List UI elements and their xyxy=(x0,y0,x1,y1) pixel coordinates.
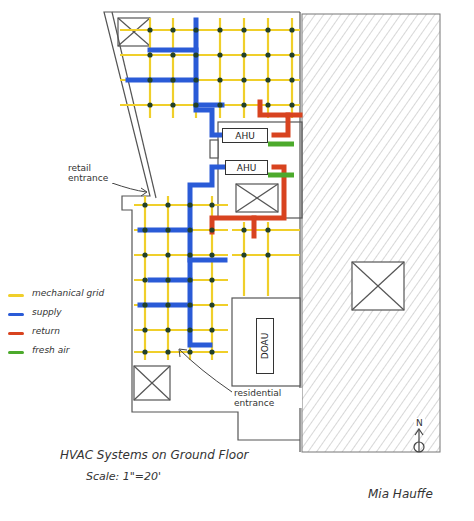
grid-node xyxy=(165,227,170,232)
grid-node xyxy=(187,277,192,282)
grid-node xyxy=(170,102,175,107)
grid-node xyxy=(170,77,175,82)
legend-text: supply xyxy=(30,307,64,317)
grid-node xyxy=(241,27,246,32)
grid-node xyxy=(165,327,170,332)
grid-node xyxy=(187,302,192,307)
grid-node xyxy=(217,52,222,57)
grid-node xyxy=(209,277,214,282)
north-label: N xyxy=(414,418,425,428)
grid-node xyxy=(142,202,147,207)
grid-node xyxy=(187,202,192,207)
scale-note: Scale: 1"=20' xyxy=(84,470,163,483)
unit-box: DOAU xyxy=(256,318,274,374)
grid-node xyxy=(147,27,152,32)
grid-node xyxy=(165,277,170,282)
grid-line xyxy=(243,222,245,296)
ahu-box: AHU xyxy=(225,160,268,175)
grid-node xyxy=(170,27,175,32)
grid-line xyxy=(120,54,300,56)
grid-node xyxy=(265,102,270,107)
grid-node xyxy=(187,252,192,257)
entrance-label: residential entrance xyxy=(232,388,302,408)
grid-node xyxy=(209,227,214,232)
grid-node xyxy=(217,27,222,32)
grid-node xyxy=(142,277,147,282)
grid-node xyxy=(170,52,175,57)
grid-node xyxy=(165,202,170,207)
grid-node xyxy=(165,302,170,307)
grid-node xyxy=(187,327,192,332)
unit-label: AHU xyxy=(237,163,257,173)
grid-node xyxy=(209,349,214,354)
grid-node xyxy=(193,52,198,57)
grid-node xyxy=(193,77,198,82)
drawing-title: HVAC Systems on Ground Floor xyxy=(58,448,250,462)
author-name: Mia Hauffe xyxy=(366,487,435,501)
legend-text: return xyxy=(30,326,62,336)
legend-swatch xyxy=(8,351,24,354)
grid-node xyxy=(209,302,214,307)
grid-node xyxy=(217,77,222,82)
grid-node xyxy=(289,52,294,57)
unit-label: AHU xyxy=(235,131,255,141)
grid-node xyxy=(241,227,246,232)
grid-node xyxy=(142,302,147,307)
legend-text: mechanical grid xyxy=(30,288,106,298)
grid-node xyxy=(265,27,270,32)
grid-node xyxy=(147,77,152,82)
grid-node xyxy=(241,102,246,107)
legend-swatch xyxy=(8,313,24,316)
grid-node xyxy=(147,52,152,57)
legend-swatch xyxy=(8,332,24,335)
grid-line xyxy=(120,104,300,106)
grid-node xyxy=(209,202,214,207)
grid-node xyxy=(142,252,147,257)
grid-line xyxy=(267,222,269,296)
grid-node xyxy=(165,252,170,257)
grid-node xyxy=(209,327,214,332)
grid-node xyxy=(289,77,294,82)
grid-node xyxy=(142,227,147,232)
unit-label: DOAU xyxy=(260,333,270,360)
grid-node xyxy=(147,102,152,107)
grid-node xyxy=(142,327,147,332)
grid-line xyxy=(120,79,300,81)
grid-node xyxy=(265,77,270,82)
grid-node xyxy=(187,227,192,232)
grid-node xyxy=(289,102,294,107)
grid-node xyxy=(289,27,294,32)
ahu-box: AHU xyxy=(222,128,268,143)
grid-node xyxy=(193,27,198,32)
grid-node xyxy=(265,252,270,257)
grid-node xyxy=(165,349,170,354)
grid-line xyxy=(120,29,300,31)
entrance-label: retail entrance xyxy=(66,163,120,183)
legend-swatch xyxy=(8,294,24,297)
legend-text: fresh air xyxy=(30,345,71,355)
grid-node xyxy=(241,252,246,257)
grid-node xyxy=(217,102,222,107)
grid-node xyxy=(187,349,192,354)
grid-node xyxy=(142,349,147,354)
grid-node xyxy=(241,77,246,82)
grid-node xyxy=(193,102,198,107)
grid-node xyxy=(241,52,246,57)
grid-node xyxy=(265,227,270,232)
grid-node xyxy=(209,252,214,257)
grid-node xyxy=(265,52,270,57)
